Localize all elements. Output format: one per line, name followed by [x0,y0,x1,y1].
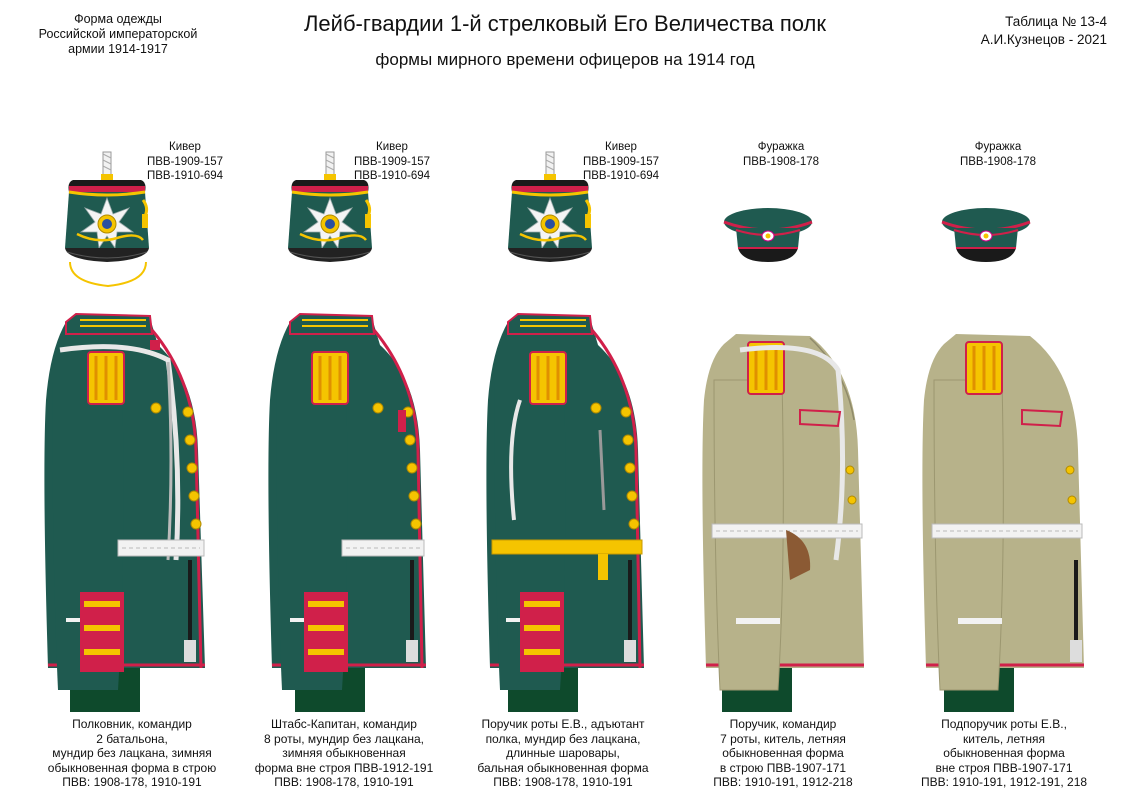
figure-5 [922,206,1084,712]
figure-2 [268,150,426,712]
caption-line: бальная обыкновенная форма [477,760,649,775]
caption-3: Поручик роты Е.В., адъютант полка, мунди… [453,717,673,790]
page-subtitle: формы мирного времени офицеров на 1914 г… [375,50,755,69]
caption-2: Штабс-Капитан, командир 8 роты, мундир б… [234,717,454,790]
shako-icon [63,150,151,264]
headgear-label-line: Кивер [169,141,201,153]
headgear-label-line: ПВВ-1908-178 [742,155,820,168]
caption-line: 8 роты, мундир без лацкана, [264,731,424,746]
caption-line: ПВВ: 1910-191, 1912-218 [713,775,853,790]
caption-1: Полковник, командир 2 батальона, мундир … [22,717,242,790]
caption-line: зимняя обыкновенная [282,746,406,761]
headgear-label-line: ПВВ-1909-157 [146,155,224,168]
headgear-label-line: Кивер [376,141,408,153]
caption-line: форма вне строя ПВВ-1912-191 [254,760,434,775]
headgear-label-line: ПВВ-1910-694 [146,170,224,182]
shako-icon [506,150,594,264]
caption-line: Поручик роты Е.В., адъютант [481,717,645,731]
page-title: Лейб-гвардии 1-й стрелковый Его Величест… [303,11,827,36]
caption-line: китель, летняя [963,731,1045,746]
headgear-label-5: Фуражка ПВВ-1908-178 [943,140,1053,169]
caption-line: обыкновенная форма в строю [47,760,217,775]
caption-line: длинные шаровары, [506,746,620,761]
header-left-line: Форма одежды [74,12,162,26]
header-table-info: Таблица № 13-4 А.И.Кузнецов - 2021 [981,13,1107,49]
headgear-label-line: Фуражка [974,141,1022,153]
caption-line: Полковник, командир [72,717,192,731]
headgear-label-line: Фуражка [757,141,805,153]
figure-3 [486,150,644,712]
shako-icon [286,150,374,264]
table-number: Таблица № 13-4 [1005,14,1107,29]
caption-line: в строю ПВВ-1907-171 [719,760,847,775]
headgear-label-line: ПВВ-1909-157 [582,155,660,168]
header-left-line: армии 1914-1917 [68,42,168,56]
caption-line: Подпоручик роты Е.В., [941,717,1067,731]
figure-1 [44,150,206,712]
caption-line: ПВВ: 1908-178, 1910-191 [62,775,202,790]
peaked-cap-icon [940,206,1032,264]
caption-line: 7 роты, китель, летняя [720,731,846,746]
caption-4: Поручик, командир 7 роты, китель, летняя… [673,717,893,790]
headgear-label-1: Кивер ПВВ-1909-157 ПВВ-1910-694 [130,140,240,184]
caption-line: ПВВ: 1908-178, 1910-191 [493,775,633,790]
caption-line: обыкновенная форма [943,746,1065,761]
caption-line: Штабс-Капитан, командир [271,717,417,731]
headgear-label-4: Фуражка ПВВ-1908-178 [726,140,836,169]
caption-line: вне строя ПВВ-1907-171 [935,760,1073,775]
caption-line: полка, мундир без лацкана, [485,731,641,746]
caption-line: ПВВ: 1908-178, 1910-191 [274,775,414,790]
caption-line: ПВВ: 1910-191, 1912-191, 218 [920,775,1088,790]
caption-line: обыкновенная форма [722,746,844,761]
header-collection-title: Форма одежды Российской императорской ар… [18,12,218,57]
caption-line: мундир без лацкана, зимняя [52,746,212,761]
caption-5: Подпоручик роты Е.В., китель, летняя обы… [894,717,1114,790]
headgear-label-line: ПВВ-1909-157 [353,155,431,168]
headgear-label-3: Кивер ПВВ-1909-157 ПВВ-1910-694 [566,140,676,184]
peaked-cap-icon [722,206,814,264]
headgear-label-line: Кивер [605,141,637,153]
headgear-label-line: ПВВ-1910-694 [353,170,431,182]
headgear-label-2: Кивер ПВВ-1909-157 ПВВ-1910-694 [337,140,447,184]
figure-4 [702,206,864,712]
headgear-label-line: ПВВ-1910-694 [582,170,660,182]
author-credit: А.И.Кузнецов - 2021 [980,32,1107,47]
headgear-label-line: ПВВ-1908-178 [959,155,1037,168]
caption-line: 2 батальона, [96,731,168,746]
caption-line: Поручик, командир [729,717,837,731]
header-left-line: Российской императорской [38,27,198,41]
